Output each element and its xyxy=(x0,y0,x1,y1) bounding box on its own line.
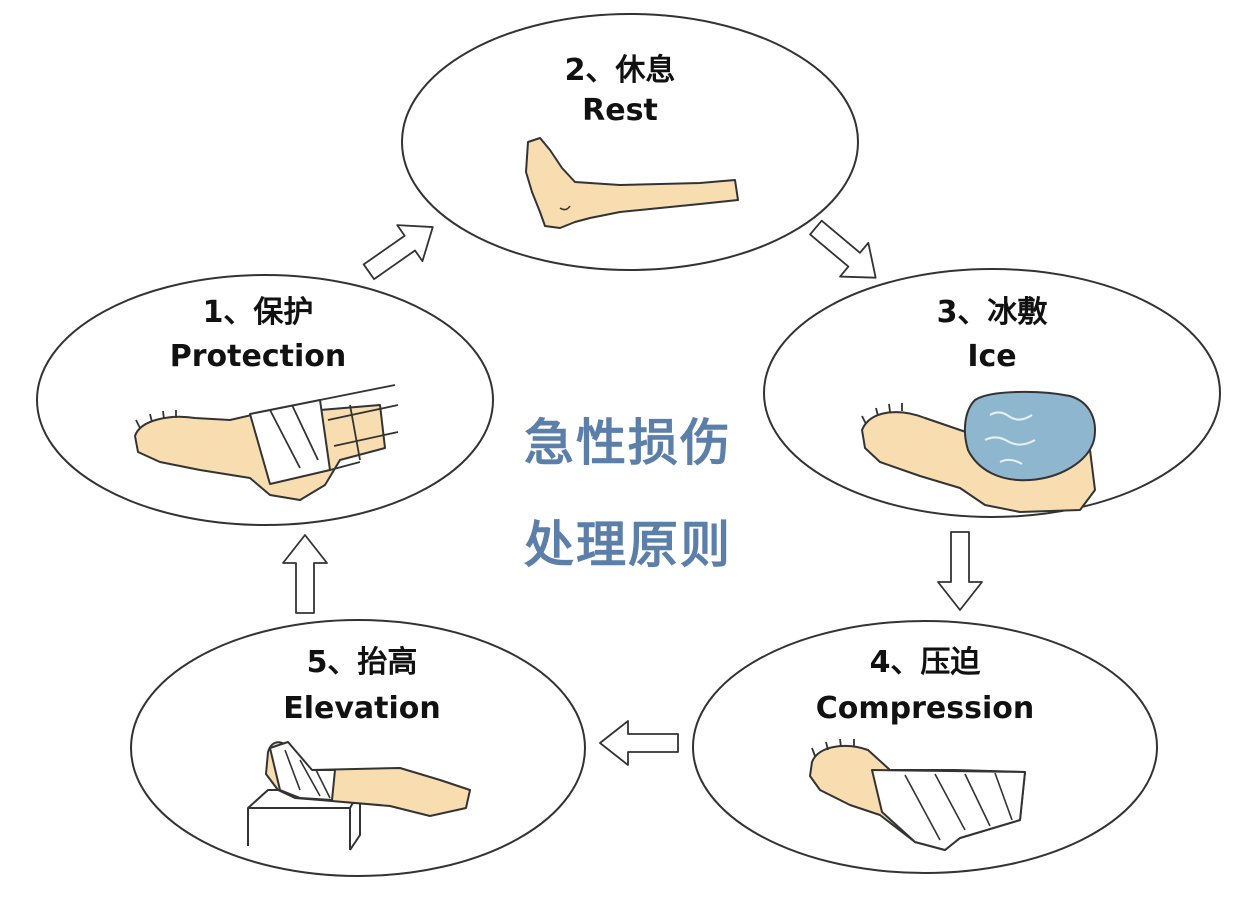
arrow-ice-to-compression xyxy=(937,531,983,611)
center-title-line2: 处理原则 xyxy=(524,516,732,574)
rest-leg-illustration xyxy=(525,137,739,229)
rest-title-en: Rest xyxy=(582,93,658,128)
step-ellipse-compression xyxy=(692,620,1158,874)
step-ellipse-rest xyxy=(401,13,859,271)
protection-foot-illustration xyxy=(134,384,399,501)
step-ellipse-elevation xyxy=(130,619,586,877)
arrow-rest-to-ice xyxy=(809,219,877,279)
rest-title-cn: 2、休息 xyxy=(565,53,676,88)
compression-foot-illustration xyxy=(809,738,1026,851)
compression-title-en: Compression xyxy=(816,691,1034,726)
ice-title-cn: 3、冰敷 xyxy=(937,295,1049,330)
arrow-compression-to-elevation xyxy=(599,720,679,766)
elevation-leg-illustration xyxy=(247,741,471,851)
arrow-protection-to-rest xyxy=(362,224,434,281)
ice-title-en: Ice xyxy=(967,339,1016,374)
ice-foot-illustration xyxy=(861,390,1096,513)
elevation-title-cn: 5、抬高 xyxy=(307,645,418,680)
compression-title-cn: 4、压迫 xyxy=(870,645,982,680)
center-title-line1: 急性损伤 xyxy=(524,414,732,472)
arrow-elevation-to-protection xyxy=(282,534,328,614)
elevation-title-en: Elevation xyxy=(283,691,441,726)
step-ellipse-protection xyxy=(36,274,494,526)
protection-title-cn: 1、保护 xyxy=(203,295,314,330)
protection-title-en: Protection xyxy=(170,339,346,374)
